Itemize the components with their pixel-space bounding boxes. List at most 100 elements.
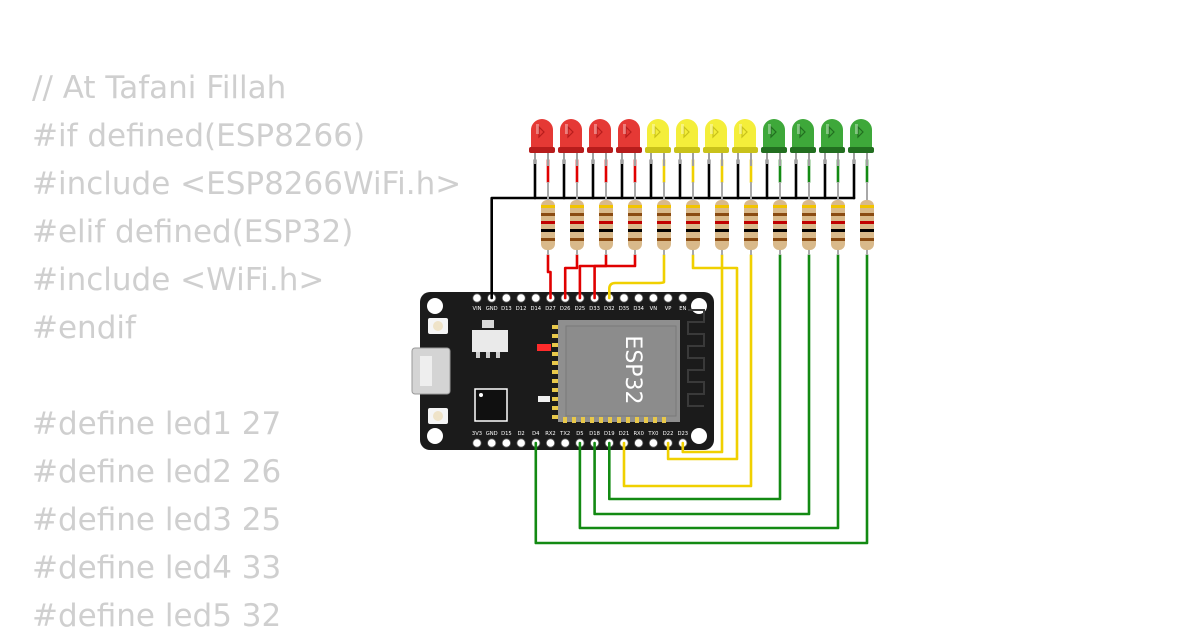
led-die [828, 125, 835, 139]
code-line: #if defined(ESP8266) [32, 118, 366, 154]
led-highlight [623, 124, 626, 134]
resistor [570, 200, 584, 250]
resistor-band [802, 205, 816, 208]
resistor-band [744, 221, 758, 224]
resistor [831, 200, 845, 250]
led-rim [674, 147, 700, 153]
resistor-band [773, 221, 787, 224]
pin-label: D14 [530, 306, 541, 312]
pin-label: D18 [589, 431, 600, 437]
module-pad [644, 417, 648, 423]
resistor-band [686, 213, 700, 216]
module-pad [662, 417, 666, 423]
led-highlight [681, 124, 684, 134]
led-highlight [768, 124, 771, 134]
pin-label: EN [679, 306, 686, 312]
pin-label: D2 [517, 431, 524, 437]
led-rim [529, 147, 555, 153]
led-die [596, 125, 603, 139]
led-highlight [652, 124, 655, 134]
led-highlight [797, 124, 800, 134]
push-button-cap [433, 411, 443, 421]
resistor-band [657, 221, 671, 224]
resistor-band [541, 221, 555, 224]
module-pad [581, 417, 585, 423]
pin-label: TX2 [559, 431, 570, 437]
resistor-band [715, 213, 729, 216]
header-pin-top [678, 293, 688, 303]
resistor [541, 200, 555, 250]
header-pin-top [516, 293, 526, 303]
code-line: #define led5 32 [32, 598, 282, 634]
chip-dot [479, 393, 483, 397]
resistor-band [860, 213, 874, 216]
led-highlight [710, 124, 713, 134]
signal-wire [666, 253, 739, 461]
code-line: #include <WiFi.h> [32, 262, 325, 298]
led-rim [790, 147, 816, 153]
power-led [537, 344, 551, 351]
led-highlight [594, 124, 597, 134]
signal-wire [608, 253, 666, 300]
resistor-band [860, 205, 874, 208]
module-pad [552, 406, 558, 410]
resistor-band [744, 213, 758, 216]
pin-label: D26 [560, 306, 571, 312]
pin-label: VN [650, 306, 658, 312]
pin-label: D32 [604, 306, 615, 312]
resistor-band [860, 229, 874, 232]
led-highlight [739, 124, 742, 134]
header-pin-top [648, 293, 659, 303]
resistor [744, 200, 758, 250]
led-rim [848, 147, 874, 153]
pin-label: 3V3 [472, 431, 482, 437]
pin-label: D27 [545, 306, 556, 312]
led-highlight [565, 124, 568, 134]
header-pin-bottom [487, 438, 497, 448]
resistor-band [802, 229, 816, 232]
resistor-band [541, 238, 555, 241]
module-pad [563, 417, 567, 423]
resistor [628, 200, 642, 250]
smd-component [538, 396, 550, 402]
module-pad [653, 417, 657, 423]
resistor-band [744, 229, 758, 232]
module-pad [552, 415, 558, 419]
resistor-band [628, 205, 642, 208]
led-die [625, 125, 632, 139]
resistor-band [686, 205, 700, 208]
voltage-regulator [472, 330, 508, 352]
signal-wire [546, 253, 552, 300]
resistor [657, 200, 671, 250]
usb-port-opening [420, 356, 432, 386]
led-rim [703, 147, 729, 153]
pin-label: D15 [501, 431, 512, 437]
push-button-cap [433, 321, 443, 331]
module-pad [590, 417, 594, 423]
resistor-band [570, 205, 584, 208]
mounting-hole [427, 428, 443, 444]
signal-wire [593, 253, 637, 300]
resistor-band [831, 229, 845, 232]
resistor [715, 200, 729, 250]
header-pin-top [472, 293, 482, 303]
led-die [683, 125, 690, 139]
resistor-band [657, 238, 671, 241]
resistor-band [657, 213, 671, 216]
resistor-band [570, 213, 584, 216]
header-pin-top [531, 293, 541, 303]
esp32-shield [565, 325, 677, 417]
code-line: #define led1 27 [32, 406, 282, 442]
module-pad [599, 417, 603, 423]
signal-wire [622, 253, 753, 488]
module-pad [617, 417, 621, 423]
regulator-pin [496, 352, 500, 358]
pin-label: D33 [589, 306, 600, 312]
resistor-band [599, 238, 613, 241]
mounting-hole [691, 428, 707, 444]
resistor-band [570, 229, 584, 232]
led-die [857, 125, 864, 139]
pin-label: VIN [473, 306, 482, 312]
resistor-band [744, 205, 758, 208]
